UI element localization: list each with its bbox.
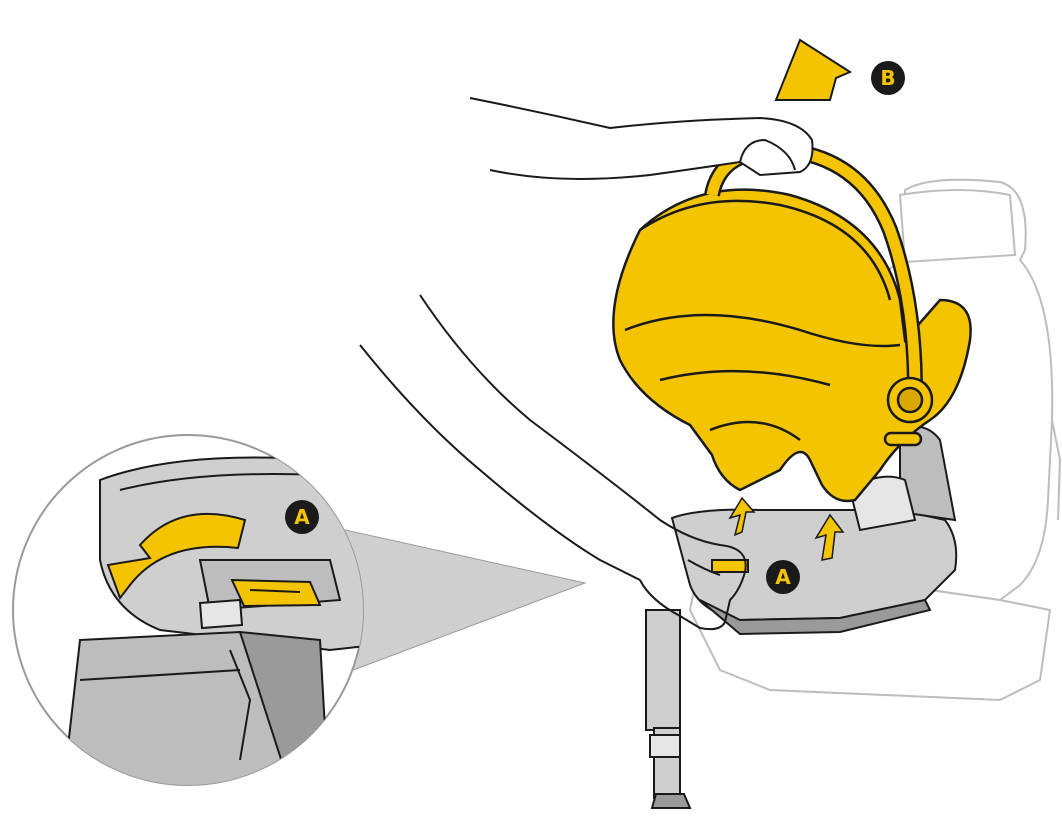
support-leg <box>645 609 692 809</box>
release-handle-icon <box>230 578 322 608</box>
svg-text:A: A <box>294 505 310 529</box>
zoom-detail: A <box>12 434 364 786</box>
infant-carrier <box>612 141 972 503</box>
svg-text:A: A <box>775 565 791 589</box>
callout-b: B <box>871 61 905 95</box>
lower-hand <box>359 294 747 631</box>
isofix-base <box>670 425 958 636</box>
upper-hand <box>469 97 814 180</box>
curved-arrow-icon <box>106 512 247 601</box>
up-arrow-icon <box>774 38 853 101</box>
release-handle-icon <box>711 559 749 573</box>
up-arrow-icon <box>728 496 845 561</box>
svg-text:B: B <box>880 66 895 90</box>
callout-a-main: A <box>766 560 800 594</box>
callout-a-zoom: A <box>285 500 319 534</box>
